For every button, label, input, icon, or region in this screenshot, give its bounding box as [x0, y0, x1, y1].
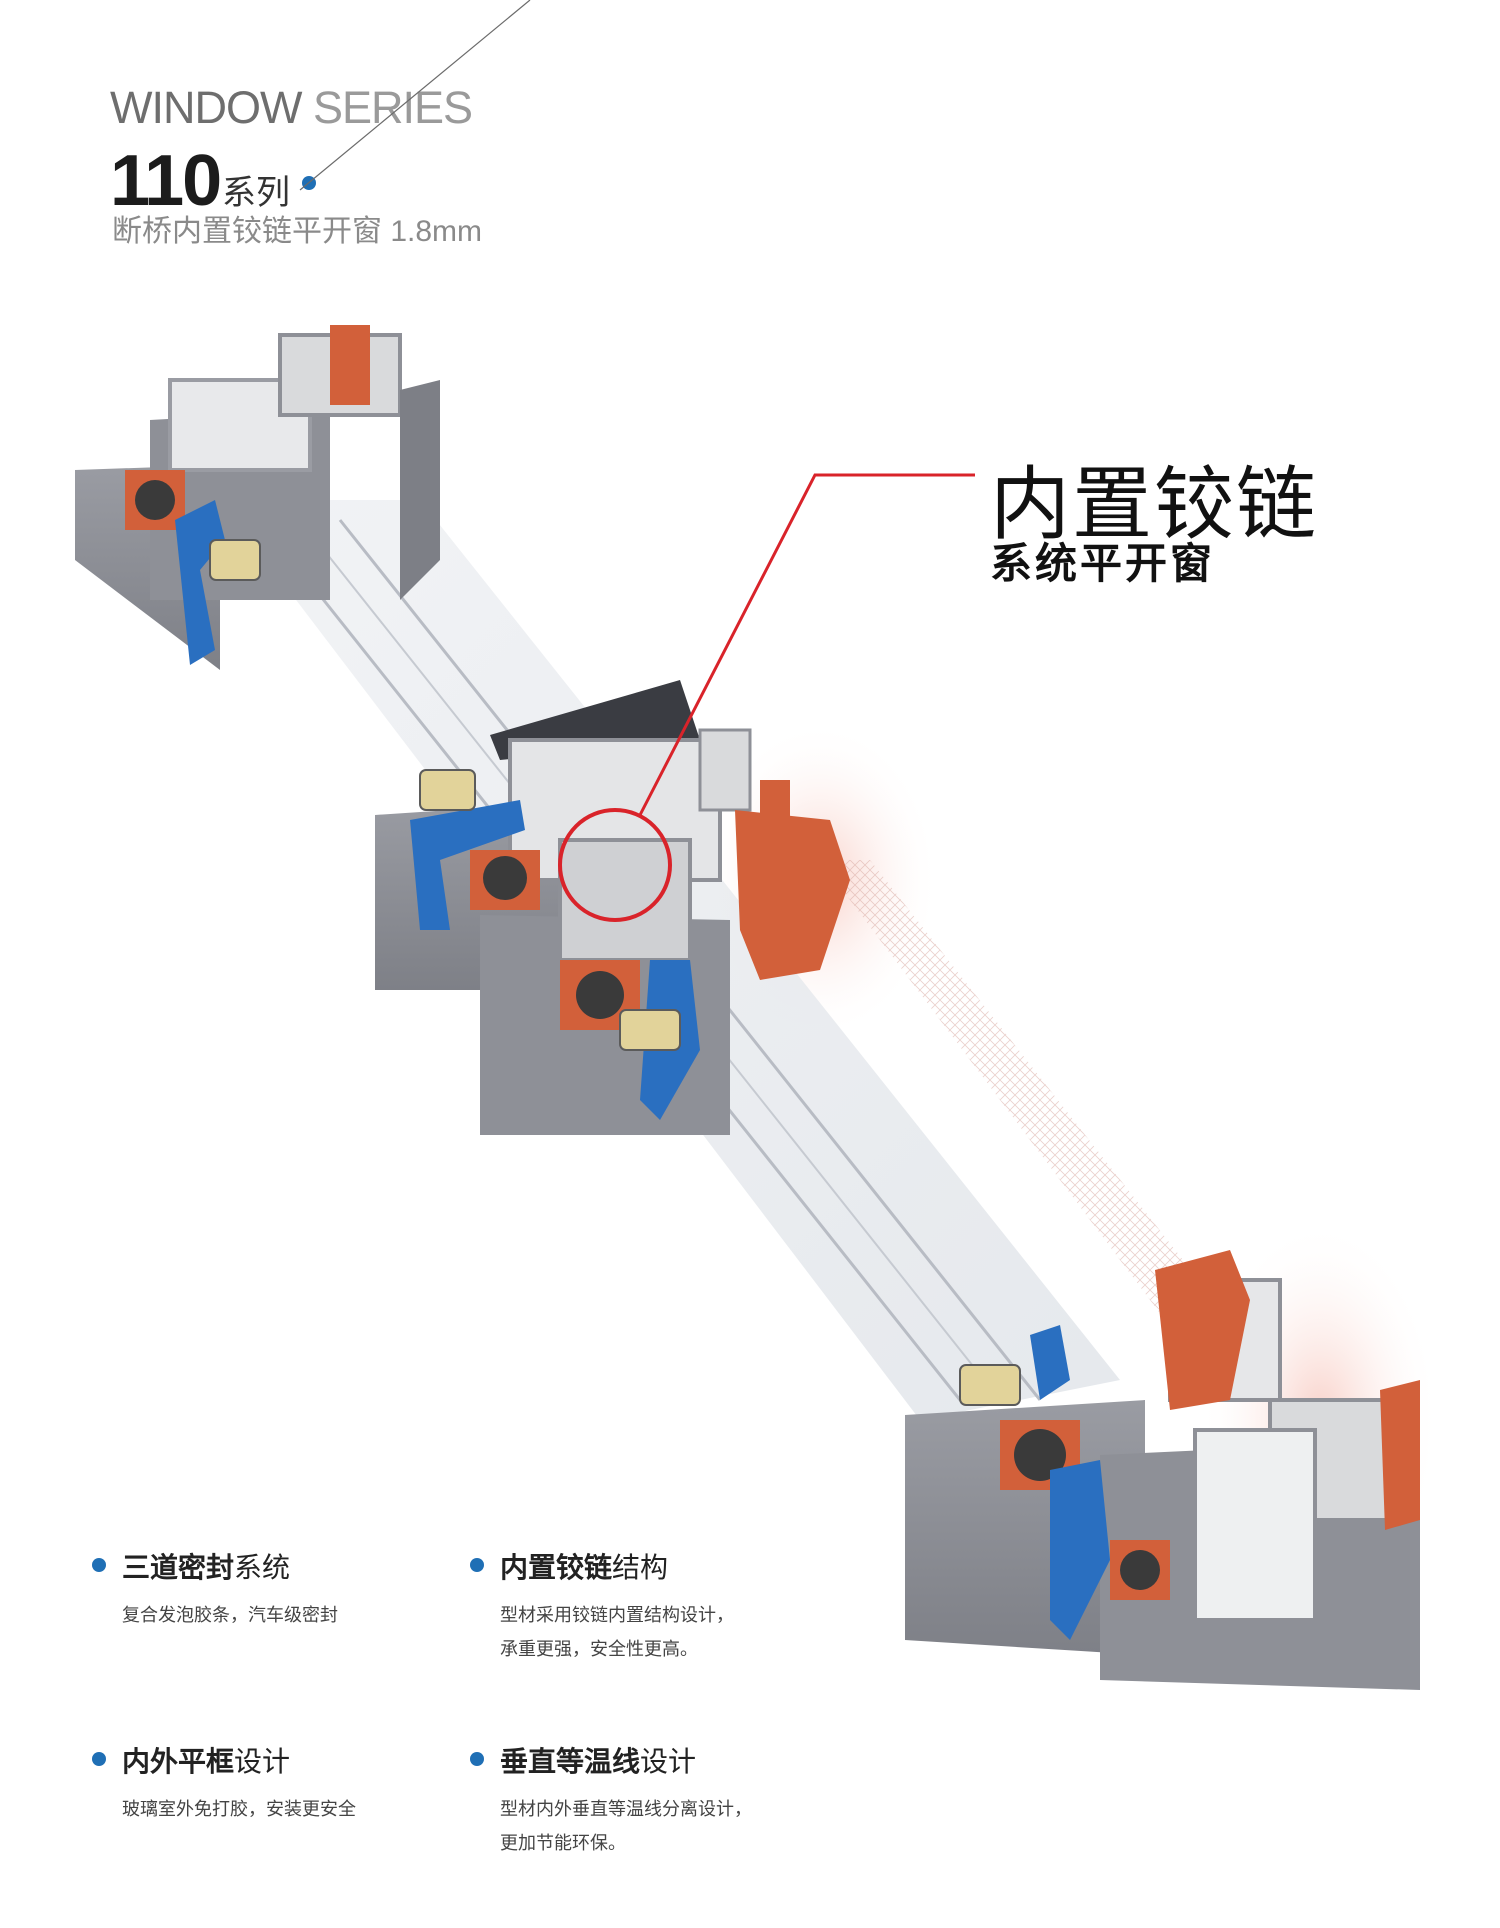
header-line — [299, 0, 531, 191]
bullet-dot — [470, 1752, 484, 1766]
feature-desc: 型材采用铰链内置结构设计， 承重更强，安全性更高。 — [500, 1598, 920, 1666]
bullet-dot — [470, 1558, 484, 1572]
feature-title-rest: 设计 — [234, 1746, 291, 1777]
feature-desc-line: 型材内外垂直等温线分离设计， — [500, 1799, 752, 1819]
feature-desc-line: 承重更强，安全性更高。 — [500, 1639, 698, 1659]
insect-mesh — [820, 860, 1230, 1340]
feature-title-bold: 内外平框 — [122, 1746, 235, 1777]
series-title: WINDOW SERIES — [110, 82, 473, 134]
series-title-light: SERIES — [301, 82, 473, 133]
bullet-dot — [92, 1752, 106, 1766]
feature-desc: 复合发泡胶条，汽车级密封 — [122, 1598, 542, 1632]
feature-title-rest: 设计 — [640, 1746, 697, 1777]
callout-line — [638, 473, 975, 816]
feature-flat-frame: 内外平框设计 玻璃室外免打胶，安装更安全 — [92, 1740, 542, 1826]
profile-top — [75, 325, 440, 670]
feature-title: 垂直等温线设计 — [500, 1740, 920, 1780]
feature-desc-line: 玻璃室外免打胶，安装更安全 — [122, 1799, 356, 1819]
profile-bottom — [905, 1250, 1420, 1690]
feature-desc-line: 型材采用铰链内置结构设计， — [500, 1605, 734, 1625]
model-number: 110 — [110, 141, 222, 221]
bullet-dot — [92, 1558, 106, 1572]
feature-title: 内外平框设计 — [122, 1740, 542, 1780]
series-title-strong: WINDOW — [110, 82, 302, 133]
feature-title: 内置铰链结构 — [500, 1546, 920, 1586]
feature-desc-line: 更加节能环保。 — [500, 1833, 626, 1853]
product-subtitle: 断桥内置铰链平开窗 1.8mm — [112, 215, 483, 248]
feature-title-bold: 三道密封 — [122, 1552, 235, 1583]
feature-title-bold: 垂直等温线 — [500, 1746, 641, 1777]
feature-desc: 型材内外垂直等温线分离设计， 更加节能环保。 — [500, 1792, 920, 1860]
feature-title-rest: 系统 — [234, 1552, 291, 1583]
callout-title: 内置铰链 — [990, 460, 1318, 549]
feature-desc-line: 复合发泡胶条，汽车级密封 — [122, 1605, 338, 1625]
feature-title-rest: 结构 — [612, 1552, 669, 1583]
profile-middle — [375, 680, 850, 1135]
feature-title: 三道密封系统 — [122, 1546, 542, 1586]
feature-seal: 三道密封系统 复合发泡胶条，汽车级密封 — [92, 1546, 542, 1632]
callout-circle — [558, 808, 672, 922]
feature-desc: 玻璃室外免打胶，安装更安全 — [122, 1792, 542, 1826]
feature-isotherm: 垂直等温线设计 型材内外垂直等温线分离设计， 更加节能环保。 — [470, 1740, 920, 1860]
callout-subtitle: 系统平开窗 — [990, 540, 1216, 587]
feature-title-bold: 内置铰链 — [500, 1552, 613, 1583]
feature-hinge: 内置铰链结构 型材采用铰链内置结构设计， 承重更强，安全性更高。 — [470, 1546, 920, 1666]
model-suffix: 系列 — [222, 174, 290, 212]
